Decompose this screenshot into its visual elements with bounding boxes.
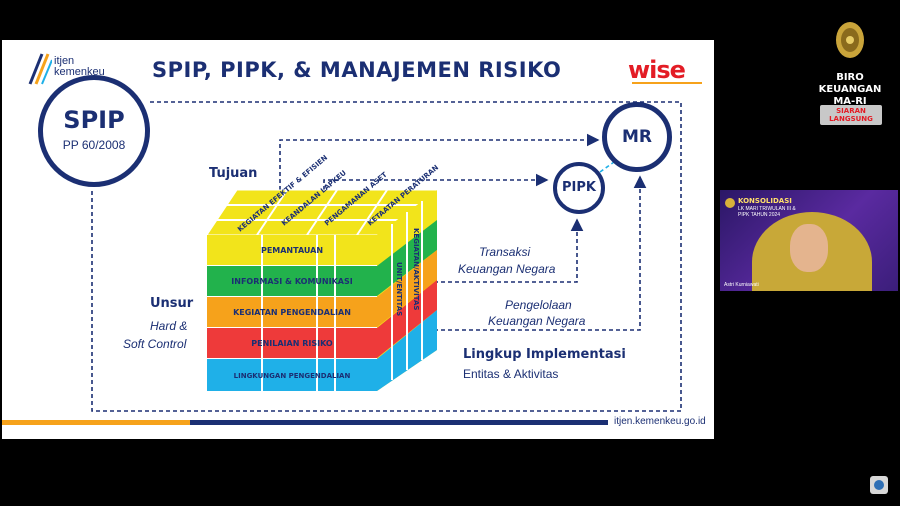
speaker-camera-feed: KONSOLIDASI LK MARI TRIWULAN III & PIPK … xyxy=(720,190,898,291)
spip-to-mr-line xyxy=(91,101,682,412)
logo-text-itjen: itjen xyxy=(54,55,75,67)
wise-underline xyxy=(632,82,702,84)
label-unsur: Unsur xyxy=(150,296,194,311)
presentation-slide: itjen kemenkeu SPIP, PIPK, & MANAJEMEN R… xyxy=(2,40,714,439)
footer-bar-navy xyxy=(190,420,608,425)
mr-circle: MR xyxy=(602,102,672,172)
label-entitas-aktivitas: Entitas & Aktivitas xyxy=(463,367,559,381)
footer-bar-orange xyxy=(2,420,190,425)
label-transaksi-keuangan: Keuangan Negara xyxy=(458,262,556,276)
spip-title: SPIP xyxy=(63,106,125,134)
cube-row-penilaian-risiko: PENILAIAN RISIKO xyxy=(251,339,333,348)
broadcaster-name: BIRO KEUANGAN MA-RI xyxy=(804,72,896,108)
wise-logo: wise xyxy=(628,56,686,84)
speaker-name: Astri Kurniawati xyxy=(724,282,759,288)
label-soft-control: Soft Control xyxy=(123,337,187,351)
flow-diagram: PEMANTAUAN INFORMASI & KOMUNIKASI KEGIAT… xyxy=(91,101,682,412)
corner-watermark-icon xyxy=(870,476,888,494)
footer-url: itjen.kemenkeu.go.id xyxy=(614,416,706,427)
pipk-label: PIPK xyxy=(562,180,596,195)
cube-row-pemantauan: PEMANTAUAN xyxy=(261,246,323,255)
broadcaster-line2: MA-RI xyxy=(833,96,867,107)
spip-subtitle: PP 60/2008 xyxy=(62,138,126,152)
speaker-face xyxy=(790,224,828,272)
cube-side-unit: UNIT/ENTITAS xyxy=(395,262,403,316)
spip-circle: SPIP PP 60/2008 xyxy=(38,75,150,187)
event-title: KONSOLIDASI xyxy=(738,197,792,205)
label-transaksi: Transaksi xyxy=(479,245,531,259)
label-pengelolaan: Pengelolaan xyxy=(505,298,572,312)
cube-row-informasi: INFORMASI & KOMUNIKASI xyxy=(231,277,352,286)
pengelolaan-to-mr-arrow xyxy=(427,175,647,331)
event-seal-icon xyxy=(725,198,735,208)
label-hard-control: Hard & xyxy=(150,319,188,333)
pipk-mr-link xyxy=(599,161,615,173)
live-line1: SIARAN xyxy=(836,107,866,115)
logo-text-kemenkeu: kemenkeu xyxy=(54,66,105,78)
slide-title: SPIP, PIPK, & MANAJEMEN RISIKO xyxy=(152,58,562,82)
tujuan-to-mr-arrow xyxy=(279,133,600,190)
broadcaster-line1: BIRO KEUANGAN xyxy=(818,72,882,95)
label-tujuan: Tujuan xyxy=(209,166,258,181)
live-badge: SIARAN LANGSUNG xyxy=(820,105,882,125)
itjen-logo-mark-icon xyxy=(28,53,52,85)
live-line2: LANGSUNG xyxy=(829,115,873,123)
transaksi-to-pipk-arrow xyxy=(427,218,584,283)
mahkamah-agung-emblem-icon xyxy=(836,22,864,58)
label-pengelolaan-keuangan: Keuangan Negara xyxy=(488,314,586,328)
mr-label: MR xyxy=(621,127,652,147)
event-subtitle: LK MARI TRIWULAN III & PIPK TAHUN 2024 xyxy=(738,206,796,218)
cube-side-kegiatan: KEGIATAN/AKTIVITAS xyxy=(412,228,420,310)
pipk-circle: PIPK xyxy=(553,162,605,214)
label-lingkup-implementasi: Lingkup Implementasi xyxy=(463,347,626,362)
itjen-logo: itjen kemenkeu xyxy=(28,52,118,92)
tujuan-to-pipk-arrow xyxy=(323,173,549,190)
spip-cube xyxy=(206,189,438,391)
cube-row-kegiatan-pengendalian: KEGIATAN PENGENDALIAN xyxy=(233,308,351,317)
cube-row-lingkungan: LINGKUNGAN PENGENDALIAN xyxy=(234,372,351,380)
